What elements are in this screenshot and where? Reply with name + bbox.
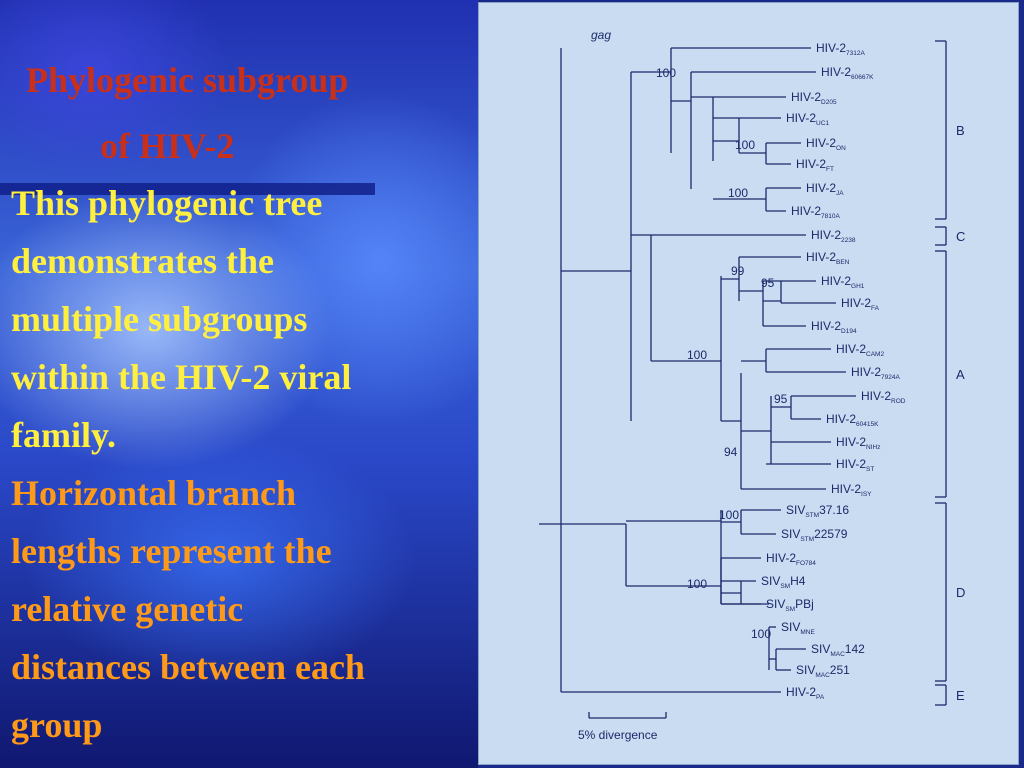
note-line: lengths represent the xyxy=(11,531,332,571)
bootstrap-value: 100 xyxy=(728,186,748,200)
leaf-label: SIVSMPBj xyxy=(766,597,814,613)
bootstrap-value: 100 xyxy=(687,348,707,362)
leaf-label: SIVSTM22579 xyxy=(781,527,848,543)
description-line: multiple subgroups xyxy=(11,299,308,339)
leaf-label: HIV-2ON xyxy=(806,136,846,152)
leaf-label: HIV-2FA xyxy=(841,296,880,312)
leaf-label: HIV-2FT xyxy=(796,157,834,173)
bootstrap-value: 100 xyxy=(719,508,739,522)
slide-title-line-2: of HIV-2 xyxy=(100,126,235,166)
leaf-label: HIV-27810A xyxy=(791,204,840,220)
leaf-label: HIV-2D205 xyxy=(791,90,837,106)
bootstrap-value: 95 xyxy=(761,276,775,290)
leaf-label: SIVMAC251 xyxy=(796,663,850,679)
scale-bar-label: 5% divergence xyxy=(578,728,658,742)
leaf-label: HIV-2CAM2 xyxy=(836,342,884,358)
bootstrap-value: 99 xyxy=(731,264,745,278)
subgroup-label: C xyxy=(956,229,965,244)
leaf-label: HIV-2UC1 xyxy=(786,111,829,127)
leaf-label: HIV-27924A xyxy=(851,365,900,381)
note-line: distances between each xyxy=(11,647,365,687)
leaf-label: HIV-260667K xyxy=(821,65,874,81)
bootstrap-value: 100 xyxy=(735,138,755,152)
slide-title-line-1: Phylogenic subgroup xyxy=(26,60,349,100)
note-line: Horizontal branch xyxy=(11,473,296,513)
leaf-label: SIVMNE xyxy=(781,620,815,636)
note-line: group xyxy=(11,705,103,745)
phylogenetic-tree: HIV-27312A HIV-260667K HIV-2D205HIV-2UC1HI… xyxy=(539,28,965,742)
description-line: within the HIV-2 viral xyxy=(11,357,352,397)
leaf-label: HIV-2ST xyxy=(836,457,874,473)
leaf-label: SIVMAC142 xyxy=(811,642,865,658)
leaf-label: HIV-2D194 xyxy=(811,319,857,335)
leaf-label: HIV-2FO784 xyxy=(766,551,816,567)
bootstrap-value: 100 xyxy=(687,577,707,591)
bootstrap-value: 95 xyxy=(774,392,788,406)
description-line: demonstrates the xyxy=(11,241,274,281)
leaf-label: HIV-2ROD xyxy=(861,389,906,405)
leaf-label: HIV-22238 xyxy=(811,228,856,244)
description-line: family. xyxy=(11,415,116,455)
subgroup-label: B xyxy=(956,123,965,138)
leaf-label: HIV-2PA xyxy=(786,685,825,701)
leaf-label: HIV-2ISY xyxy=(831,482,872,498)
leaf-label: HIV-27312A xyxy=(816,41,865,57)
subgroup-label: A xyxy=(956,367,965,382)
bootstrap-value: 94 xyxy=(724,445,738,459)
bootstrap-value: 100 xyxy=(751,627,771,641)
leaf-label: HIV-260415K xyxy=(826,412,879,428)
leaf-label: HIV-2JA xyxy=(806,181,844,197)
subgroup-label: D xyxy=(956,585,965,600)
gene-label: gag xyxy=(591,28,611,42)
leaf-label: SIVSMH4 xyxy=(761,574,806,590)
leaf-label: HIV-2GH1 xyxy=(821,274,865,290)
subgroup-label: E xyxy=(956,688,965,703)
bootstrap-value: 100 xyxy=(656,66,676,80)
title-underline-band xyxy=(0,183,375,195)
slide-background xyxy=(0,0,478,768)
leaf-label: HIV-2NIHz xyxy=(836,435,880,451)
leaf-label: SIVSTM37.16 xyxy=(786,503,849,519)
leaf-label: HIV-2BEN xyxy=(806,250,850,266)
description-line: This phylogenic tree xyxy=(11,183,323,223)
note-line: relative genetic xyxy=(11,589,244,629)
